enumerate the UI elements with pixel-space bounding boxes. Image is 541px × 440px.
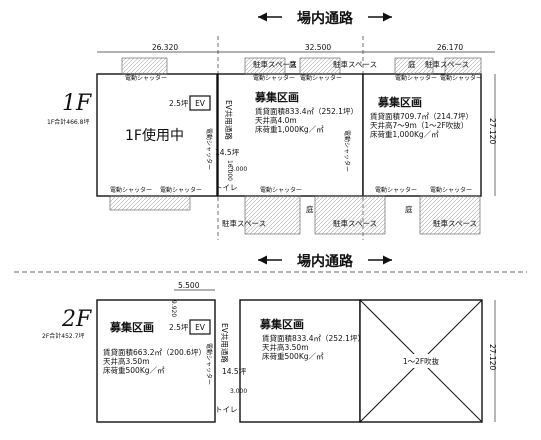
unit-a-load-floor2: 床荷重500Kg／㎡ (103, 365, 165, 375)
unit-b-floor2 (239, 299, 361, 423)
unit-a-area-floor1: 賃貸面積833.4㎡（252.1坪） (255, 106, 358, 116)
garden-label-3: 庭 (306, 204, 314, 214)
dimension-left: 26.320 (152, 43, 178, 52)
unit-a-area-floor2: 賃貸面積663.2㎡（200.6坪） (103, 347, 206, 357)
ev-box-floor2 (189, 319, 211, 335)
unit-b-title-floor1: 募集区画 (377, 95, 422, 109)
unit-a-title-floor2: 募集区画 (109, 320, 154, 334)
floor1-label: 1F (62, 91, 92, 116)
shutter-label-7: 電動シャッター (160, 186, 202, 194)
unit-b-ceiling-floor1: 天井高7～9m（1～2F吹抜） (370, 120, 468, 130)
parking-label-1: 駐車スペース (253, 59, 297, 69)
toilet-label-floor1: トイレ (215, 183, 238, 192)
shutter-label-1: 電動シャッター (125, 74, 167, 82)
dimension-middle: 32.500 (305, 43, 331, 52)
dimension-left-floor2: 9.920 (170, 300, 177, 317)
ev-shared-corridor-floor2: EV共用通路 (220, 323, 230, 363)
ev-box-floor1 (189, 95, 211, 111)
parking-label-5: 駐車スペース (333, 218, 377, 228)
shutter-label-8: 電動シャッター (260, 186, 302, 194)
shutter-label-2: 電動シャッター (253, 74, 295, 82)
atrium-label-floor2: 1～2F吹抜 (403, 356, 440, 366)
shutter-label-9: 電動シャッター (375, 186, 417, 194)
floor2-total: 2F合計452.7坪 (42, 332, 84, 340)
garden-label-2: 庭 (408, 59, 416, 69)
unit-b-area-floor2: 賃貸面積833.4㎡（252.1坪） (262, 333, 365, 343)
parking-label-4: 駐車スペース (222, 218, 266, 228)
unit-b-load-floor2: 床荷重500Kg／㎡ (262, 351, 324, 361)
garden-label-1: 庭 (289, 59, 297, 69)
shutter-label-floor2: 電動シャッター (205, 343, 213, 385)
in-use-label: 1F使用中 (125, 127, 184, 144)
ev-area-floor2: 2.5坪 (169, 323, 189, 332)
unit-a-ceiling-floor2: 天井高3.50m (103, 356, 150, 366)
unit-b-ceiling-floor2: 天井高3.50m (262, 342, 309, 352)
floor2-plan: 場内通路 1～2F吹抜 5.500 9.920 EV 2.5坪 EV共用通路 1… (14, 253, 527, 423)
corridor-area-floor2: 14.5坪 (222, 367, 247, 376)
shutter-label-10: 電動シャッター (430, 186, 472, 194)
dimension-top-floor2: 5.500 (178, 281, 200, 290)
unit-b-title-floor2: 募集区画 (259, 317, 304, 331)
shutter-label-12: 電動シャッター (343, 130, 351, 172)
dimension-16-floor1: 16.000 (226, 160, 233, 181)
unit-in-use (96, 73, 218, 197)
ev-label-floor2: EV (195, 323, 206, 332)
dimension-3-floor2: 3.000 (230, 388, 247, 395)
ev-area-floor1: 2.5坪 (169, 99, 189, 108)
dimension-right: 26.170 (437, 43, 463, 52)
passage-label: 場内通路 (297, 10, 354, 27)
shutter-label-11: 電動シャッター (205, 128, 213, 170)
dimension-3-floor1: 3.000 (230, 166, 247, 173)
shutter-label-6: 電動シャッター (110, 186, 152, 194)
dimension-height-floor2: 27.120 (488, 344, 497, 370)
ev-shared-corridor-floor1: EV共用通路 (224, 100, 234, 140)
unit-a-floor1 (217, 73, 364, 197)
unit-a-load-floor1: 床荷重1,000Kg／㎡ (255, 124, 324, 134)
toilet-label-floor2: トイレ (215, 405, 238, 414)
corridor-area-floor1: 14.5坪 (215, 148, 240, 157)
garden-label-4: 庭 (405, 204, 413, 214)
shutter-label-3: 電動シャッター (300, 74, 342, 82)
unit-a-title-floor1: 募集区画 (254, 90, 299, 104)
unit-b-floor1 (362, 73, 482, 197)
unit-b-load-floor1: 床荷重1,000Kg／㎡ (370, 129, 439, 139)
unit-a-ceiling-floor1: 天井高4.0m (255, 115, 297, 125)
passage-label-2: 場内通路 (297, 253, 354, 270)
parking-label-3: 駐車スペース (425, 59, 469, 69)
shutter-label-5: 電動シャッター (440, 74, 482, 82)
unit-b-area-floor1: 賃貸面積709.7㎡（214.7坪） (370, 111, 473, 121)
shutter-label-4: 電動シャッター (395, 74, 437, 82)
ev-label-floor1: EV (195, 99, 206, 108)
parking-label-2: 駐車スペース (333, 59, 377, 69)
dimension-height-floor1: 27.120 (488, 118, 497, 144)
floor1-plan: 場内通路 26.320 32.500 26.170 駐車スペース 庭 駐車スペー… (47, 10, 497, 240)
parking-label-6: 駐車スペース (433, 218, 477, 228)
floor2-label: 2F (61, 307, 92, 332)
floor1-total: 1F合計466.8坪 (47, 118, 89, 126)
